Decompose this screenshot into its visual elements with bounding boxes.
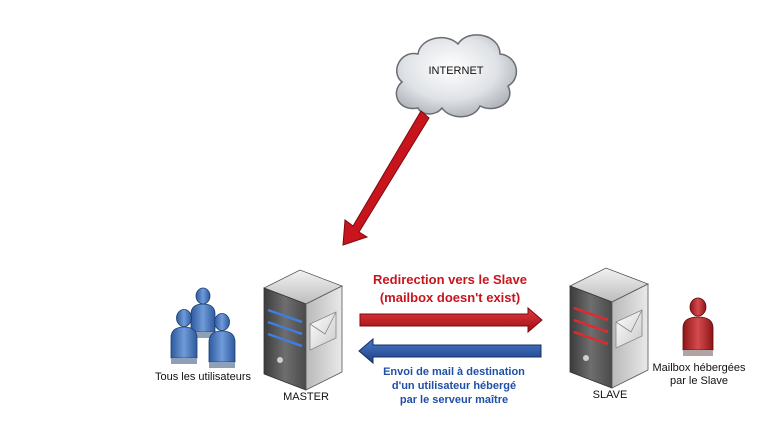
users-label: Tous les utilisateurs — [155, 371, 251, 383]
master-label: MASTER — [283, 391, 329, 403]
internet-cloud-icon — [395, 34, 518, 118]
send-mail-arrow — [358, 337, 542, 365]
slave-server-icon — [569, 267, 649, 389]
redirect-label-line2: (mailbox doesn't exist) — [379, 290, 521, 305]
slave-mailbox-label-line1: Mailbox hébergées — [652, 362, 746, 374]
send-mail-label-line2: d'un utilisateur hébergé — [391, 380, 517, 392]
slave-label: SLAVE — [592, 389, 628, 401]
redirect-arrow — [359, 306, 543, 334]
master-mail-icon — [309, 311, 337, 351]
slave-mailbox-label-line2: par le Slave — [669, 375, 729, 387]
master-server-icon — [263, 269, 343, 391]
send-mail-label-line1: Envoi de mail à destination — [383, 366, 525, 378]
send-mail-label: Envoi de mail à destination d'un utilisa… — [362, 365, 546, 407]
redirect-label-line1: Redirection vers le Slave — [373, 272, 527, 287]
slave-mailbox-user-icon — [682, 297, 714, 356]
internet-label: INTERNET — [428, 65, 484, 77]
internet-to-master-arrow — [342, 110, 430, 246]
slave-mail-icon — [615, 309, 643, 349]
users-group-icon — [170, 287, 236, 368]
send-mail-label-line3: par le serveur maître — [399, 394, 509, 406]
slave-mailbox-label: Mailbox hébergées par le Slave — [640, 362, 758, 388]
redirect-label: Redirection vers le Slave (mailbox doesn… — [352, 271, 548, 307]
